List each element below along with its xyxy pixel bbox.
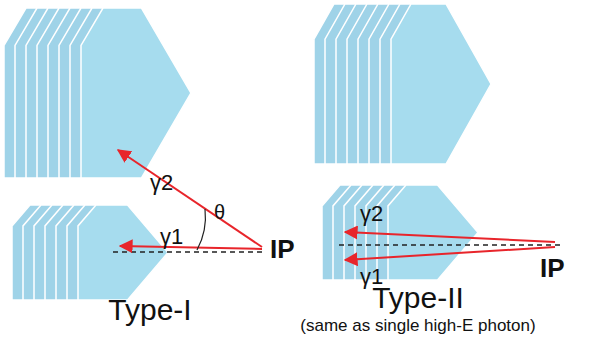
beam-axis (335, 244, 560, 246)
interaction-point-label: IP (540, 255, 565, 281)
photon-label: γ2 (360, 203, 383, 225)
type-caption: Type-II (372, 283, 464, 313)
angle-arc (197, 209, 205, 250)
type-note: (same as single high-E photon) (300, 317, 535, 334)
calorimeter-plate (81, 8, 191, 178)
photon-arrow (118, 150, 262, 247)
angle-label: θ (214, 202, 225, 222)
calorimeter-plate (391, 4, 491, 164)
photon-label: γ2 (150, 172, 173, 194)
beam-axis (110, 251, 262, 253)
photon-arrow (345, 232, 555, 242)
photon-label: γ1 (160, 226, 183, 248)
photon-arrow (120, 246, 262, 249)
type-caption: Type-I (108, 295, 191, 325)
interaction-point-label: IP (270, 236, 295, 262)
photon-arrow (345, 247, 555, 260)
calorimeter-plate (388, 185, 478, 280)
